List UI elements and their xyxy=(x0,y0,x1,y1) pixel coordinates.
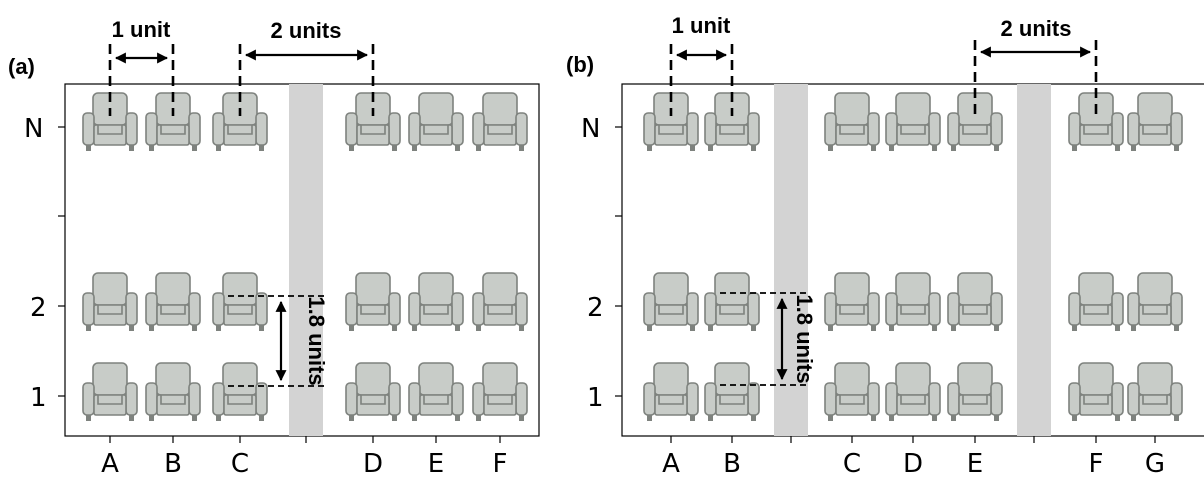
col-label-e: E xyxy=(428,449,444,478)
row-label-1: 1 xyxy=(30,383,47,413)
col-label-a: A xyxy=(101,449,119,478)
row-label-n: N xyxy=(24,114,43,144)
col-label-e: E xyxy=(967,449,983,478)
one-unit-label: 1 unit xyxy=(112,17,171,42)
col-label-f: F xyxy=(493,449,508,478)
two-units-label: 2 units xyxy=(271,18,342,43)
panel-a: N 2 1 A B C D E F xyxy=(8,17,540,478)
col-label-c: C xyxy=(231,449,249,478)
panel-label-b: (b) xyxy=(566,52,594,77)
col-label-c: C xyxy=(843,449,861,478)
col-label-g: G xyxy=(1145,449,1165,478)
row-gap-label: 1.8 units xyxy=(792,294,817,383)
row-label-1: 1 xyxy=(587,383,604,413)
row-gap-label: 1.8 units xyxy=(304,296,329,385)
col-label-f: F xyxy=(1089,449,1104,478)
row-label-2: 2 xyxy=(587,293,604,323)
aisle xyxy=(289,84,323,436)
panel-label-a: (a) xyxy=(8,54,35,79)
col-label-a: A xyxy=(662,449,680,478)
col-label-d: D xyxy=(903,449,923,478)
two-units-label: 2 units xyxy=(1001,16,1072,41)
panel-b: N 2 1 A B C D E F G xyxy=(566,13,1204,478)
col-label-d: D xyxy=(363,449,383,478)
one-unit-label: 1 unit xyxy=(672,13,731,38)
col-label-b: B xyxy=(164,449,182,478)
aisle xyxy=(1017,84,1051,436)
col-label-b: B xyxy=(723,449,741,478)
row-label-2: 2 xyxy=(30,293,47,323)
row-label-n: N xyxy=(581,114,600,144)
